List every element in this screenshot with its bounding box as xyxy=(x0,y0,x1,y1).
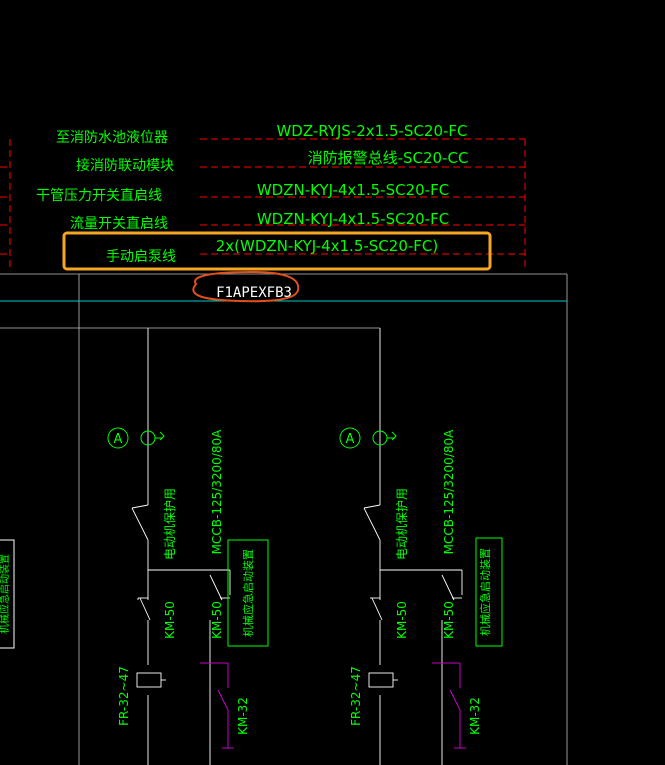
circuit-2-contactor-aux: KM-32 xyxy=(468,697,482,735)
left-labels: 至消防水池液位器 接消防联动模块 干管压力开关直启线 流量开关直启线 手动启泵线 xyxy=(36,130,176,265)
label-pressure-switch: 干管压力开关直启线 xyxy=(36,187,162,204)
circuit-2-emergency-box: 机械应急启动装置 xyxy=(478,548,492,636)
label-flow-switch: 流量开关直启线 xyxy=(70,215,168,232)
label-manual-start: 手动启泵线 xyxy=(106,249,176,265)
circuit-1-emergency-box: 机械应急启动装置 xyxy=(241,549,255,637)
cable-spec-4: WDZN-KYJ-4x1.5-SC20-FC xyxy=(257,210,449,228)
label-liquid-level: 至消防水池液位器 xyxy=(56,130,168,146)
circuit-2-breaker-use: 电动机保护用 xyxy=(395,488,409,560)
panel-id: F1APEXFB3 xyxy=(216,285,292,301)
left-emergency-box xyxy=(0,539,15,649)
circuit-1-contactor-1: KM-50 xyxy=(163,601,177,639)
panel-frame xyxy=(0,273,568,765)
circuit-1-breaker-use: 电动机保护用 xyxy=(163,488,177,560)
circuit-2-ammeter: A xyxy=(346,432,355,447)
cable-specs: WDZ-RYJS-2x1.5-SC20-FC 消防报警总线-SC20-CC WD… xyxy=(216,122,469,255)
circuit-1-contactor-2: KM-50 xyxy=(210,601,224,639)
circuit-1-relay: FR-32~47 xyxy=(117,666,131,726)
circuit-2-contactor-1: KM-50 xyxy=(395,601,409,639)
cable-spec-3: WDZN-KYJ-4x1.5-SC20-FC xyxy=(257,181,449,199)
circuit-1: A 电动机保护用 MCCB-125/3200/80A 机械应急启动装置 KM-5… xyxy=(107,328,269,765)
cable-spec-5: 2x(WDZN-KYJ-4x1.5-SC20-FC) xyxy=(216,237,438,255)
cable-spec-2: 消防报警总线-SC20-CC xyxy=(308,149,469,167)
circuit-1-contactor-aux: KM-32 xyxy=(236,697,250,735)
circuit-2-relay: FR-32~47 xyxy=(349,666,363,726)
cable-lines xyxy=(0,138,526,270)
panel-id-annotation-ellipse xyxy=(192,270,300,303)
circuit-1-ammeter: A xyxy=(114,432,123,447)
circuit-1-breaker-model: MCCB-125/3200/80A xyxy=(210,429,224,554)
highlight-box xyxy=(62,231,492,271)
label-linkage-module: 接消防联动模块 xyxy=(76,157,174,174)
circuit-2-breaker-model: MCCB-125/3200/80A xyxy=(442,429,456,554)
circuit-2: A 电动机保护用 MCCB-125/3200/80A 机械应急启动装置 KM-5… xyxy=(339,328,503,765)
circuit-2-contactor-2: KM-50 xyxy=(442,601,456,639)
cable-spec-1: WDZ-RYJS-2x1.5-SC20-FC xyxy=(276,122,467,140)
left-emergency-box-text: 机械应急启动装置 xyxy=(0,554,11,634)
